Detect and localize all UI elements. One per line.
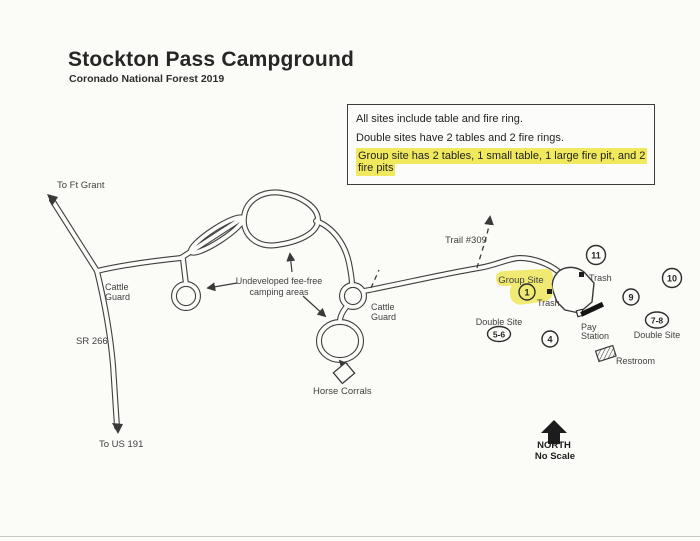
- page-title: Stockton Pass Campground: [68, 48, 355, 71]
- pay-station-icon: [575, 301, 604, 318]
- site-1-number: 1: [524, 288, 529, 298]
- label-trash-upper: Trash: [589, 273, 612, 283]
- site-circle-4: [541, 330, 559, 348]
- label-no-scale: No Scale: [535, 451, 575, 462]
- north-arrow-icon: [541, 420, 567, 444]
- label-trash-lower: Trash: [537, 298, 560, 308]
- to-us-191-arrow-icon: [112, 423, 123, 434]
- label-trail-309: Trail #309: [445, 235, 487, 246]
- site-9-number: 9: [628, 293, 633, 303]
- label-sr-266: SR 266: [76, 336, 108, 347]
- label-group-site: Group Site: [498, 275, 543, 286]
- label-to-us-191: To US 191: [99, 439, 143, 450]
- label-cattle-guard-west-1: Cattle: [105, 282, 129, 292]
- undeveloped-arrow-north-icon: [286, 252, 296, 273]
- site-4-number: 4: [547, 335, 552, 345]
- label-cattle-guard-east-1: Cattle: [371, 302, 395, 312]
- site-circle-10: [661, 267, 683, 289]
- label-restroom: Restroom: [616, 356, 655, 366]
- site-circle-5-6: [486, 325, 512, 343]
- trail-309-dashed-line: [476, 215, 494, 269]
- label-horse-corrals: Horse Corrals: [313, 386, 372, 397]
- site-info-box: All sites include table and fire ring. D…: [347, 104, 655, 185]
- trash-icon-upper: [579, 272, 584, 277]
- restroom-icon: [594, 344, 617, 363]
- horse-corrals-icon: [332, 361, 356, 385]
- undeveloped-arrow-west-icon: [206, 282, 238, 292]
- info-line-2: Double sites have 2 tables and 2 fire ri…: [356, 131, 564, 144]
- label-pay-station-1: Pay: [581, 322, 597, 332]
- page-subtitle: Coronado National Forest 2019: [69, 73, 225, 85]
- info-line-1: All sites include table and fire ring.: [356, 113, 523, 125]
- label-north: NORTH: [537, 440, 571, 451]
- trail-309-dashed-segment-lower: [370, 269, 380, 289]
- label-cattle-guard-west-2: Guard: [105, 292, 130, 302]
- site-circle-7-8: [644, 311, 670, 329]
- group-site-highlight: [495, 268, 554, 305]
- site-10-number: 10: [667, 274, 677, 284]
- info-line-3: Group site has 2 tables, 1 small table, …: [348, 147, 654, 178]
- site-circle-11: [585, 244, 607, 266]
- label-undeveloped-1: Undeveloped fee-free: [236, 276, 323, 286]
- label-cattle-guard-east-2: Guard: [371, 312, 396, 322]
- road-network-casing: [52, 192, 559, 427]
- site-circle-9: [622, 288, 640, 306]
- undeveloped-arrow-southeast-icon: [302, 295, 327, 318]
- trash-icon-lower: [547, 289, 552, 294]
- scan-edge-line: [0, 536, 700, 537]
- site-circle-1: [518, 283, 536, 301]
- road-network-centers: [50, 190, 561, 429]
- site-5-6-number: 5-6: [493, 330, 506, 340]
- label-pay-station-2: Station: [581, 331, 609, 341]
- to-ft-grant-arrow-icon: [47, 194, 58, 206]
- label-undeveloped-2: camping areas: [249, 287, 309, 297]
- site-11-number: 11: [591, 251, 601, 261]
- site-markers: 1 11 10 9 7-8 4 5-6: [486, 244, 683, 348]
- map-header: Stockton Pass Campground Coronado Nation…: [68, 48, 354, 85]
- label-double-site-7-8: Double Site: [634, 330, 681, 340]
- site-7-8-number: 7-8: [651, 316, 664, 326]
- label-to-ft-grant: To Ft Grant: [57, 180, 105, 191]
- label-double-site-5-6: Double Site: [476, 317, 523, 327]
